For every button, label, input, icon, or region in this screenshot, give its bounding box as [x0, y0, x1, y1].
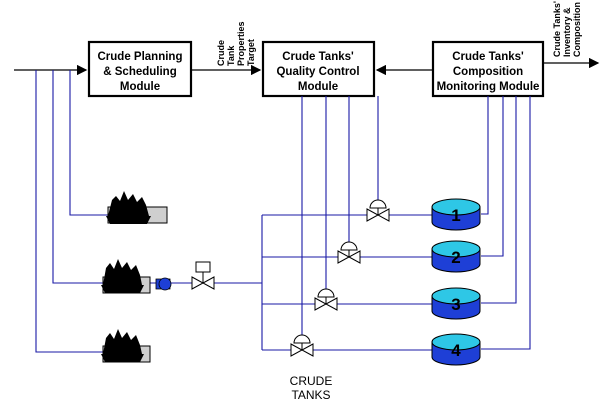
svg-text:Properties: Properties	[236, 21, 246, 66]
ship-icon	[101, 329, 144, 362]
tank-2-number: 2	[451, 248, 460, 267]
target-arrow-label: Crude Tank Properties Target	[216, 21, 256, 66]
planning-module-line2: & Scheduling	[103, 66, 176, 78]
tank-4-number: 4	[451, 341, 461, 360]
quality-module-line1: Crude Tanks'	[282, 51, 354, 63]
output-arrow-label: Crude Tanks' Inventory & Composition	[552, 1, 582, 57]
tank-valve-1	[366, 199, 390, 222]
svg-text:Crude: Crude	[216, 40, 226, 66]
quality-module-line3: Module	[298, 81, 338, 93]
composition-module-line3: Monitoring Module	[437, 81, 540, 93]
crude-tank-3: 3	[431, 287, 481, 320]
left-feed-lines	[35, 70, 108, 353]
tank-1-number: 1	[451, 206, 460, 225]
caption-line2: TANKS	[291, 388, 330, 402]
composition-monitoring-module: Crude Tanks' Composition Monitoring Modu…	[431, 40, 545, 98]
svg-text:Inventory &: Inventory &	[562, 7, 572, 57]
tank-valve-2	[337, 241, 361, 264]
svg-text:Crude Tanks': Crude Tanks'	[552, 1, 562, 57]
tank-valve-3	[314, 288, 338, 311]
pump-icon	[155, 277, 172, 291]
crude-vessel-2	[101, 259, 151, 294]
planning-module-line3: Module	[120, 81, 160, 93]
composition-module-line1: Crude Tanks'	[452, 51, 524, 63]
caption-line1: CRUDE	[290, 374, 333, 388]
crude-vessel-3	[101, 329, 151, 363]
crude-vessel-1	[106, 191, 168, 224]
quality-module-line2: Quality Control	[276, 66, 359, 78]
svg-text:Composition: Composition	[572, 2, 582, 57]
tank-valve-4	[290, 334, 314, 357]
crude-tank-1: 1	[431, 198, 481, 231]
planning-module: Crude Planning & Scheduling Module	[87, 40, 193, 98]
ship-icon	[101, 259, 144, 293]
quality-control-module: Crude Tanks' Quality Control Module	[261, 40, 376, 98]
crude-tank-4: 4	[431, 333, 481, 366]
svg-text:Target: Target	[246, 39, 256, 66]
crude-tanks-caption: CRUDE TANKS	[290, 374, 333, 402]
control-lines	[301, 96, 531, 350]
crude-tank-2: 2	[431, 240, 481, 273]
ship-icon	[106, 191, 151, 224]
control-valve-icon	[191, 261, 215, 290]
svg-text:Tank: Tank	[226, 45, 236, 66]
tank-3-number: 3	[451, 295, 460, 314]
planning-module-line1: Crude Planning	[98, 51, 183, 63]
composition-module-line2: Composition	[453, 66, 523, 78]
